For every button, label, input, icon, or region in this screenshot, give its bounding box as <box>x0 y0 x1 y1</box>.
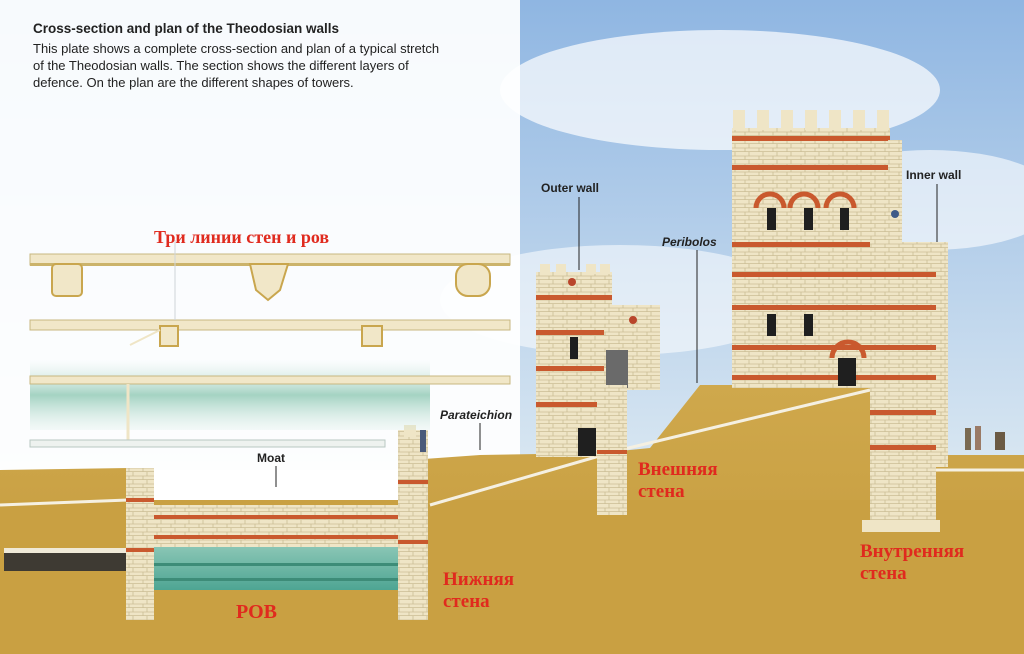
annotation-plan-title: Три линии стен и ров <box>154 227 330 247</box>
label-moat: Moat <box>257 451 285 465</box>
label-peribolos: Peribolos <box>662 235 717 249</box>
moat-wall <box>152 505 400 547</box>
moat-water <box>152 545 400 590</box>
annotation-outer-wall: Внешняя стена <box>638 459 718 502</box>
label-parateichion: Parateichion <box>440 408 513 422</box>
leader-lines <box>275 184 938 487</box>
label-outer-wall: Outer wall <box>541 181 600 195</box>
cloud <box>440 245 800 355</box>
lower-wall-section <box>398 430 428 620</box>
outer-wall-tower <box>536 264 660 515</box>
annotation-lower-wall: Нижняя стена <box>443 569 515 612</box>
drain-channel <box>4 553 154 571</box>
annotation-inner-wall: Внутренняя стена <box>860 541 965 584</box>
label-inner-wall: Inner wall <box>906 168 962 182</box>
caption-body: This plate shows a complete cross-sectio… <box>33 41 440 90</box>
caption-title: Cross-section and plan of the Theodosian… <box>33 21 340 36</box>
inner-wall-tower <box>732 110 948 532</box>
plan-view <box>29 240 511 448</box>
annotation-moat: РОВ <box>236 601 277 623</box>
moat-counterscarp <box>126 468 154 620</box>
figures <box>420 426 1005 452</box>
